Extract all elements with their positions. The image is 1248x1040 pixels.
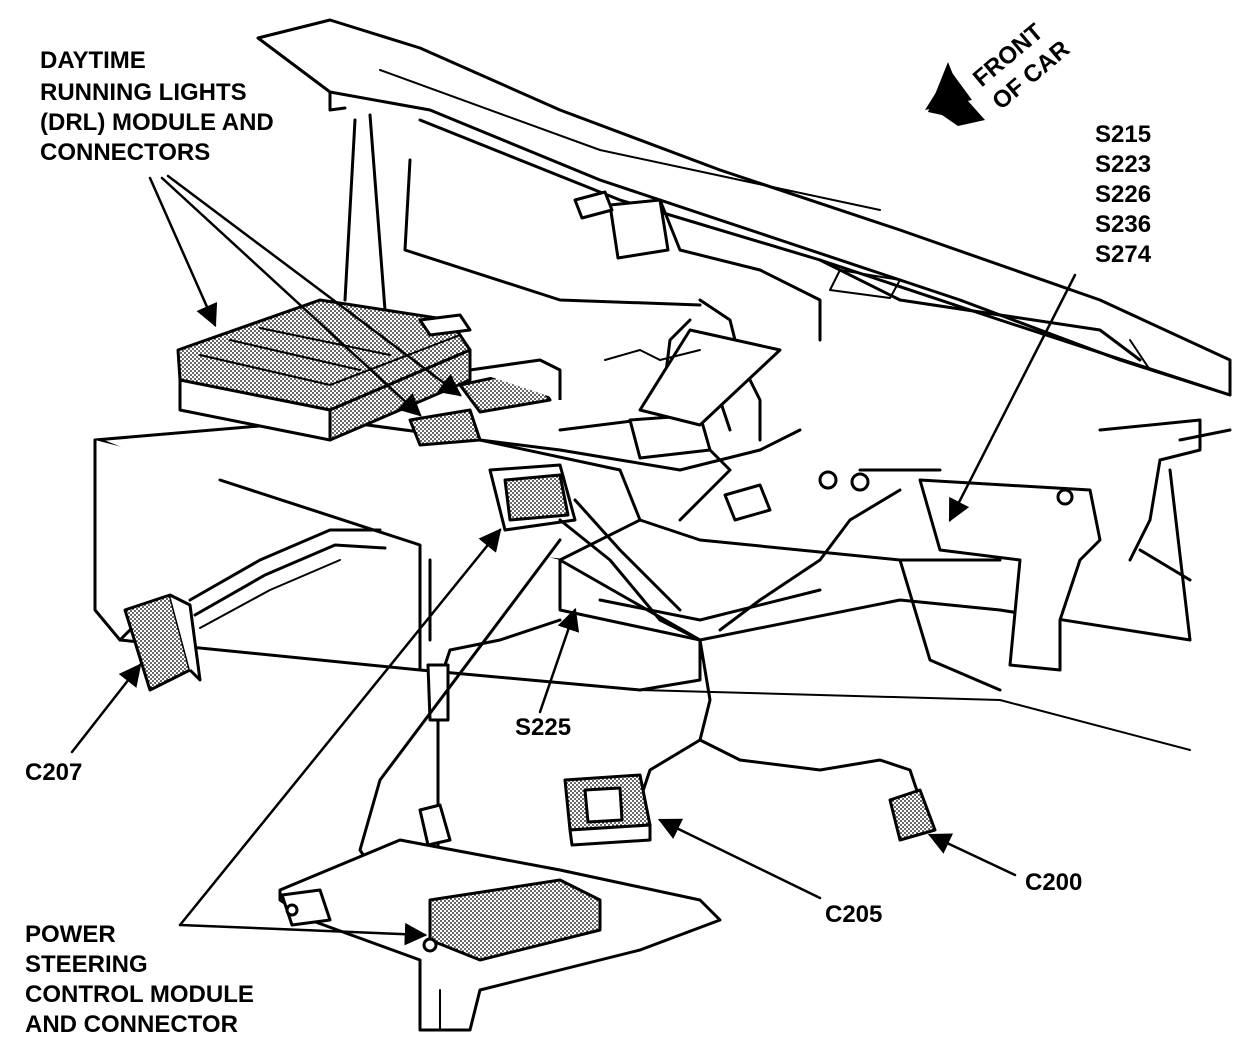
svg-text:STEERING: STEERING	[25, 951, 148, 978]
svg-text:DAYTIME: DAYTIME	[40, 47, 146, 74]
power-steering-label: POWER STEERING CONTROL MODULE AND CONNEC…	[25, 921, 254, 1038]
c200-connector	[888, 788, 937, 842]
c205-connector	[563, 773, 652, 847]
c200-label: C200	[1025, 869, 1082, 896]
drl-label: DAYTIME RUNNING LIGHTS (DRL) MODULE AND …	[40, 47, 274, 166]
svg-text:S274: S274	[1095, 241, 1152, 268]
svg-text:S223: S223	[1095, 151, 1151, 178]
svg-text:CONTROL MODULE: CONTROL MODULE	[25, 981, 254, 1008]
cowl-panel	[256, 18, 1232, 397]
wire-harness	[358, 298, 922, 932]
drl-connectors	[408, 358, 577, 532]
leader-lines	[70, 174, 1077, 946]
svg-text:POWER: POWER	[25, 921, 116, 948]
svg-text:S215: S215	[1095, 121, 1151, 148]
svg-text:(DRL) MODULE AND: (DRL) MODULE AND	[40, 109, 274, 136]
svg-text:CONNECTORS: CONNECTORS	[40, 139, 210, 166]
svg-text:S236: S236	[1095, 211, 1151, 238]
c207-connector	[123, 528, 387, 692]
splice-labels: S215 S223 S226 S236 S274	[1095, 121, 1152, 268]
arrow-icon	[925, 62, 985, 126]
svg-text:AND CONNECTOR: AND CONNECTOR	[25, 1011, 238, 1038]
c207-label: C207	[25, 759, 82, 786]
right-bracket	[818, 418, 1232, 672]
svg-text:RUNNING LIGHTS: RUNNING LIGHTS	[40, 79, 247, 106]
power-steering-module	[278, 803, 722, 1032]
s225-label: S225	[515, 714, 571, 741]
front-of-car-label: FRONT OF CAR	[968, 18, 1075, 115]
c205-label: C205	[825, 901, 882, 928]
svg-text:S226: S226	[1095, 181, 1151, 208]
